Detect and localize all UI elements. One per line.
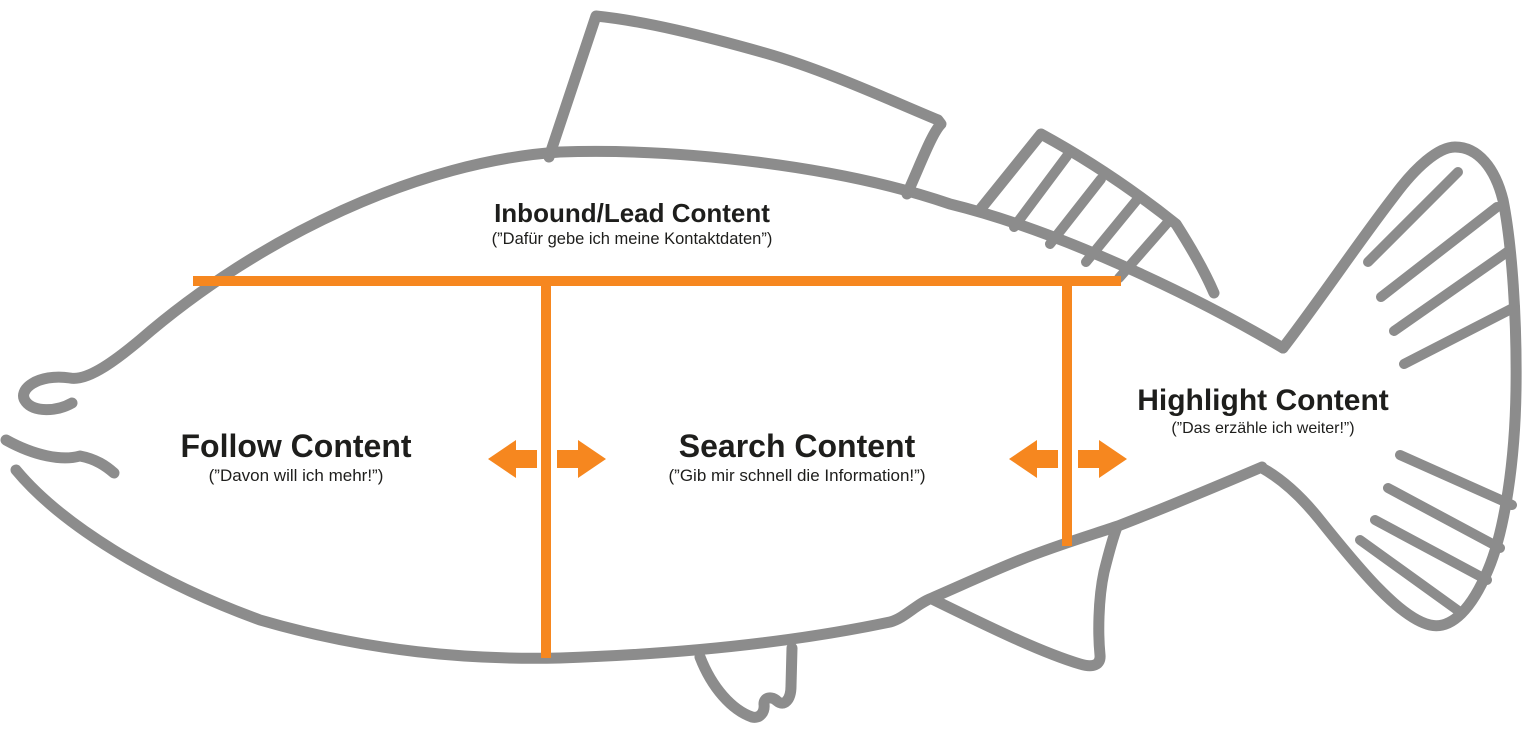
inbound-title: Inbound/Lead Content — [494, 198, 770, 228]
highlight-title: Highlight Content — [1137, 384, 1389, 417]
belly-outline — [10, 461, 1268, 664]
highlight-subtitle: (”Das erzähle ich weiter!”) — [1171, 420, 1355, 437]
search-title: Search Content — [678, 428, 916, 464]
divider-2-arrows — [1009, 440, 1127, 478]
tail-fin-outline — [1256, 141, 1522, 632]
inbound-subtitle: (”Dafür gebe ich meine Kontaktdaten”) — [491, 230, 773, 248]
divider-1-arrows — [488, 440, 606, 478]
rear-dorsal-fin-outline — [973, 128, 1220, 299]
section-label-highlight: Highlight Content (”Das erzähle ich weit… — [1137, 384, 1389, 440]
pelvic-fin — [694, 642, 798, 723]
rear-dorsal-fin-hatching — [1009, 151, 1174, 283]
arrow-right-icon — [557, 440, 606, 478]
mouth-lower-jaw — [0, 434, 120, 479]
follow-subtitle: (”Davon will ich mehr!”) — [208, 466, 384, 485]
arrow-right-icon — [1078, 440, 1127, 478]
tail-fin-rays — [1355, 167, 1520, 617]
follow-title: Follow Content — [180, 428, 412, 464]
arrow-left-icon — [1009, 440, 1058, 478]
rear-dorsal-fin — [973, 128, 1220, 299]
anal-fin — [926, 521, 1123, 672]
section-label-follow: Follow Content (”Davon will ich mehr!”) — [180, 428, 411, 488]
dorsal-fin — [543, 10, 947, 200]
section-label-inbound: Inbound/Lead Content (”Dafür gebe ich me… — [492, 198, 773, 250]
search-subtitle: (”Gib mir schnell die Information!”) — [668, 466, 926, 485]
section-label-search: Search Content (”Gib mir schnell die Inf… — [669, 428, 926, 488]
tail-fin — [1256, 141, 1522, 632]
divider-lines — [193, 276, 1121, 658]
arrow-left-icon — [488, 440, 537, 478]
